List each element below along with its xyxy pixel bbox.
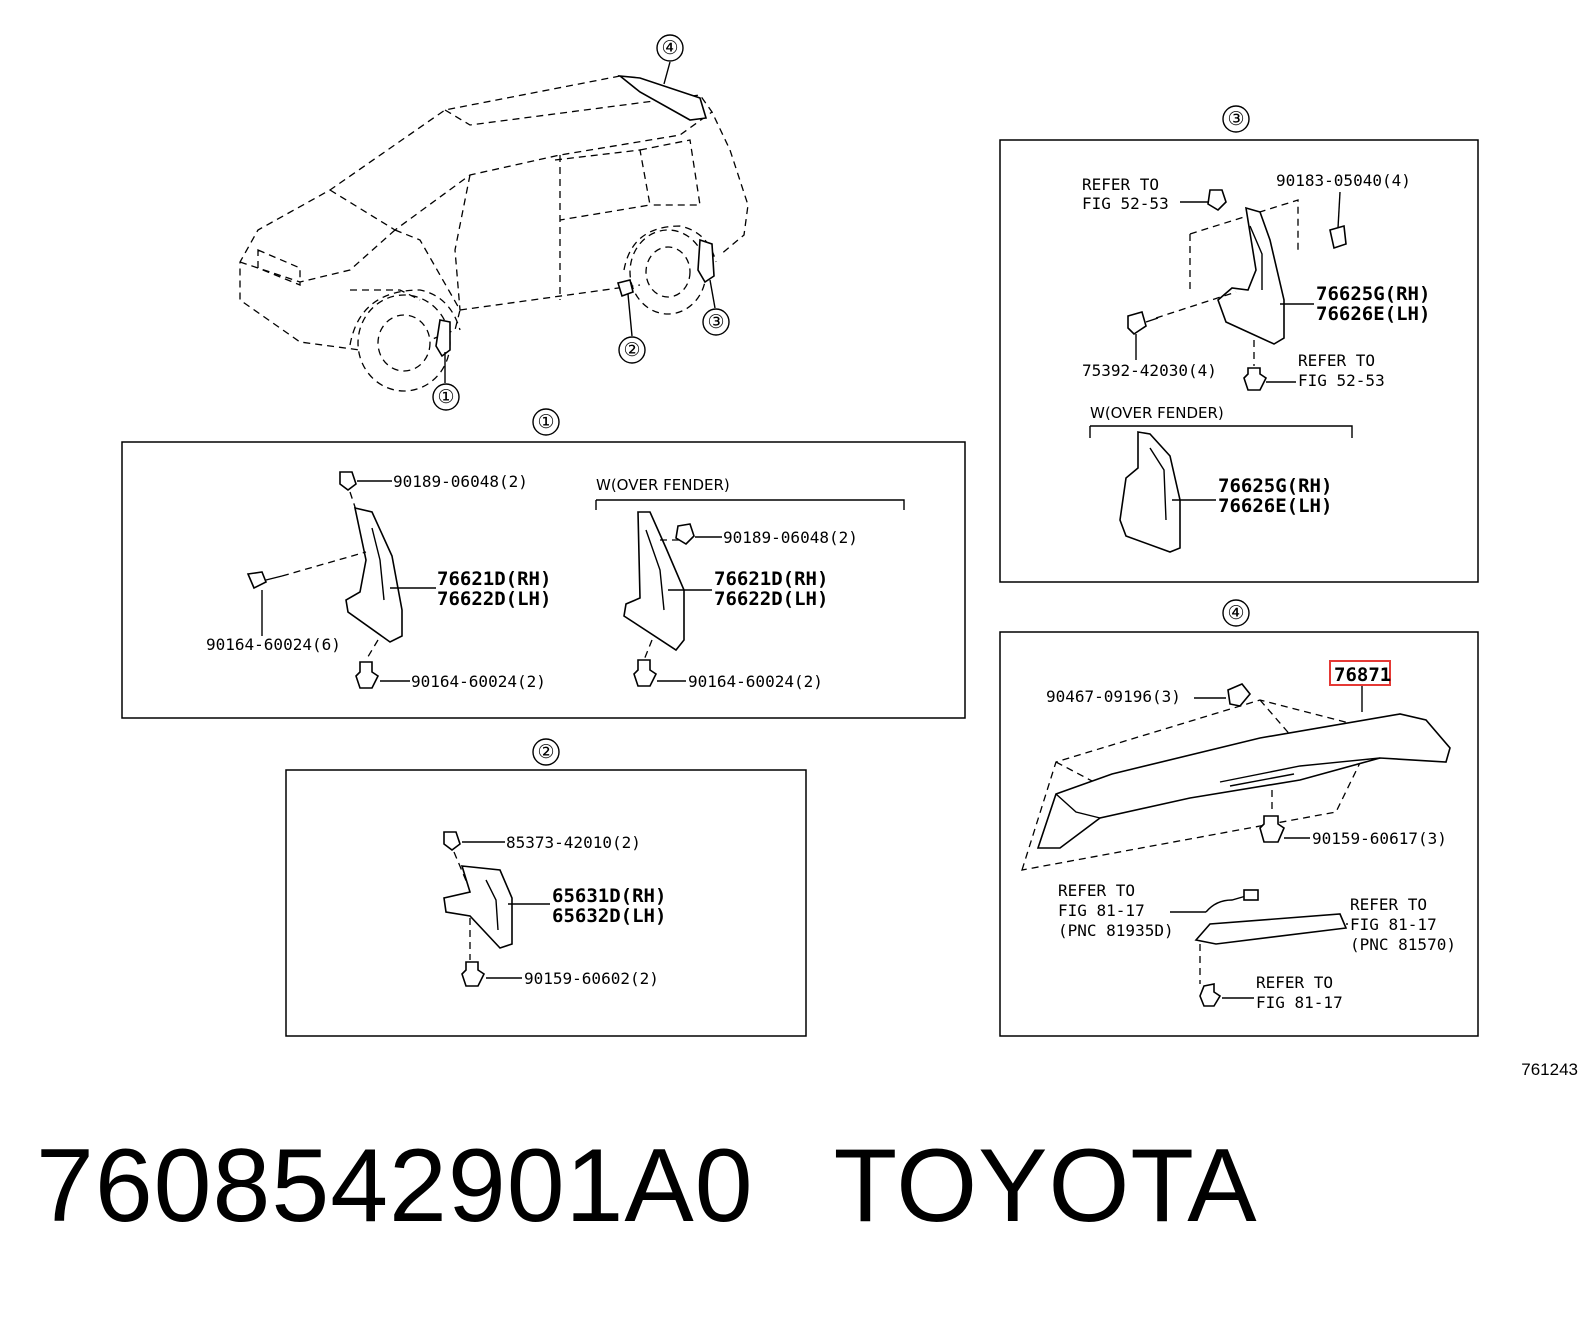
panel-2-guard-rh: 65631D(RH) <box>552 885 666 907</box>
panel-4-refer-left-1: REFER TO <box>1058 881 1135 900</box>
panel-3-refer-bottom-1: REFER TO <box>1298 351 1375 370</box>
panel-1-variant-mudguard-rh: 76621D(RH) <box>714 568 828 590</box>
panel-3-variant-mudguard-rh: 76625G(RH) <box>1218 475 1332 497</box>
brand-name: TOYOTA <box>833 1128 1258 1244</box>
figure-number: 761243 <box>1521 1060 1578 1079</box>
clip-icon <box>1207 189 1227 212</box>
side-guard-part <box>443 865 513 949</box>
panel-1-callout: ① <box>537 411 554 433</box>
panel-3-refer-bottom-2: FIG 52-53 <box>1298 371 1385 390</box>
panel-1-mudguard-lh: 76622D(LH) <box>437 588 551 610</box>
wire-harness-icon <box>1205 895 1247 913</box>
callout-4-overview: ④ <box>661 37 678 59</box>
stop-lamp-part <box>1194 913 1348 945</box>
nut-icon <box>1329 224 1347 250</box>
rear-mudguard-overfender-part <box>1119 431 1181 553</box>
panel-3-bolt-label: 75392-42030(4) <box>1082 361 1217 380</box>
callout-3-overview: ③ <box>707 311 724 333</box>
highlight-box <box>1329 660 1391 686</box>
callout-2-overview: ② <box>623 339 640 361</box>
panel-4-frame <box>999 631 1479 1037</box>
vehicle-illustration <box>239 61 749 392</box>
rear-mudguard-part <box>1217 206 1285 345</box>
panel-3-variant-label: W(OVER FENDER) <box>1090 404 1224 422</box>
panel-4-refer-right-1: REFER TO <box>1350 895 1427 914</box>
panel-4-refer-left-3: (PNC 81935D) <box>1058 921 1174 940</box>
panel-4-refer-left-2: FIG 81-17 <box>1058 901 1145 920</box>
callout-1-overview: ① <box>437 386 454 408</box>
panel-3-mudguard-lh: 76626E(LH) <box>1316 303 1430 325</box>
panel-3-variant-mudguard-lh: 76626E(LH) <box>1218 495 1332 517</box>
panel-2-callout: ② <box>537 741 554 763</box>
screw-icon <box>1259 815 1285 843</box>
screw-icon <box>1199 983 1222 1007</box>
panel-4-refer-right-2: FIG 81-17 <box>1350 915 1437 934</box>
panel-4-refer-right-3: (PNC 81570) <box>1350 935 1456 954</box>
part-number: 7608542901A0 <box>36 1128 754 1244</box>
panel-1-top-clip-label: 90189-06048(2) <box>393 472 528 491</box>
front-mudguard-part <box>345 506 403 643</box>
panel-4-screw-label: 90159-60617(3) <box>1312 829 1447 848</box>
screw-icon <box>1243 367 1268 391</box>
panel-3-refer-top-2: FIG 52-53 <box>1082 194 1169 213</box>
panel-1-variant-mudguard-lh: 76622D(LH) <box>714 588 828 610</box>
screw-icon <box>246 571 268 590</box>
panel-4-refer-bottom-2: FIG 81-17 <box>1256 993 1343 1012</box>
panel-rear-mudguard: ③ REFER TO FIG 52-53 90183-05040(4) 7662… <box>999 105 1479 583</box>
panel-3-nut-label: 90183-05040(4) <box>1276 171 1411 190</box>
panel-2-screw-label: 90159-60602(2) <box>524 969 659 988</box>
panel-1-screw-left-label: 90164-60024(6) <box>206 635 341 654</box>
screw-icon <box>633 659 658 687</box>
panel-1-screw-bottom-label: 90164-60024(2) <box>411 672 546 691</box>
panel-1-frame <box>121 441 966 719</box>
panel-1-variant-label: W(OVER FENDER) <box>596 476 730 494</box>
panel-2-guard-lh: 65632D(LH) <box>552 905 666 927</box>
panel-3-refer-top-1: REFER TO <box>1082 175 1159 194</box>
clip-icon <box>443 831 461 851</box>
panel-rear-spoiler: ④ 76871 90467-09196(3) 90159-60617(3) RE… <box>999 599 1479 1037</box>
clip-icon <box>1227 683 1252 707</box>
panel-4-refer-bottom-1: REFER TO <box>1256 973 1333 992</box>
panel-4-spoiler-part-number: 76871 <box>1334 664 1391 686</box>
panel-3-frame <box>999 139 1479 583</box>
connector-icon <box>1243 889 1259 901</box>
panel-4-clip-label: 90467-09196(3) <box>1046 687 1181 706</box>
overview-callouts: ④ ① ② ③ <box>432 34 730 411</box>
front-mudguard-overfender-part <box>623 511 685 652</box>
panel-1-mudguard-rh: 76621D(RH) <box>437 568 551 590</box>
screw-icon <box>461 961 486 987</box>
panel-4-callout: ④ <box>1227 602 1244 624</box>
bolt-icon <box>1127 311 1147 336</box>
panel-2-clip-label: 85373-42010(2) <box>506 833 641 852</box>
panel-3-mudguard-rh: 76625G(RH) <box>1316 283 1430 305</box>
panel-1-variant-clip-label: 90189-06048(2) <box>723 528 858 547</box>
panel-1-variant-screw-label: 90164-60024(2) <box>688 672 823 691</box>
screw-icon <box>355 661 380 689</box>
clip-icon <box>339 471 357 491</box>
rear-spoiler-part <box>1036 713 1451 849</box>
panel-front-mudguard: ① 90189-06048(2) 76621D(RH) 76622D(LH) 9… <box>121 408 966 719</box>
panel-2-frame <box>285 769 807 1037</box>
clip-icon <box>675 523 695 546</box>
panel-side-guard: ② 85373-42010(2) 65631D(RH) 65632D(LH) 9… <box>285 738 807 1037</box>
panel-3-callout: ③ <box>1227 108 1244 130</box>
